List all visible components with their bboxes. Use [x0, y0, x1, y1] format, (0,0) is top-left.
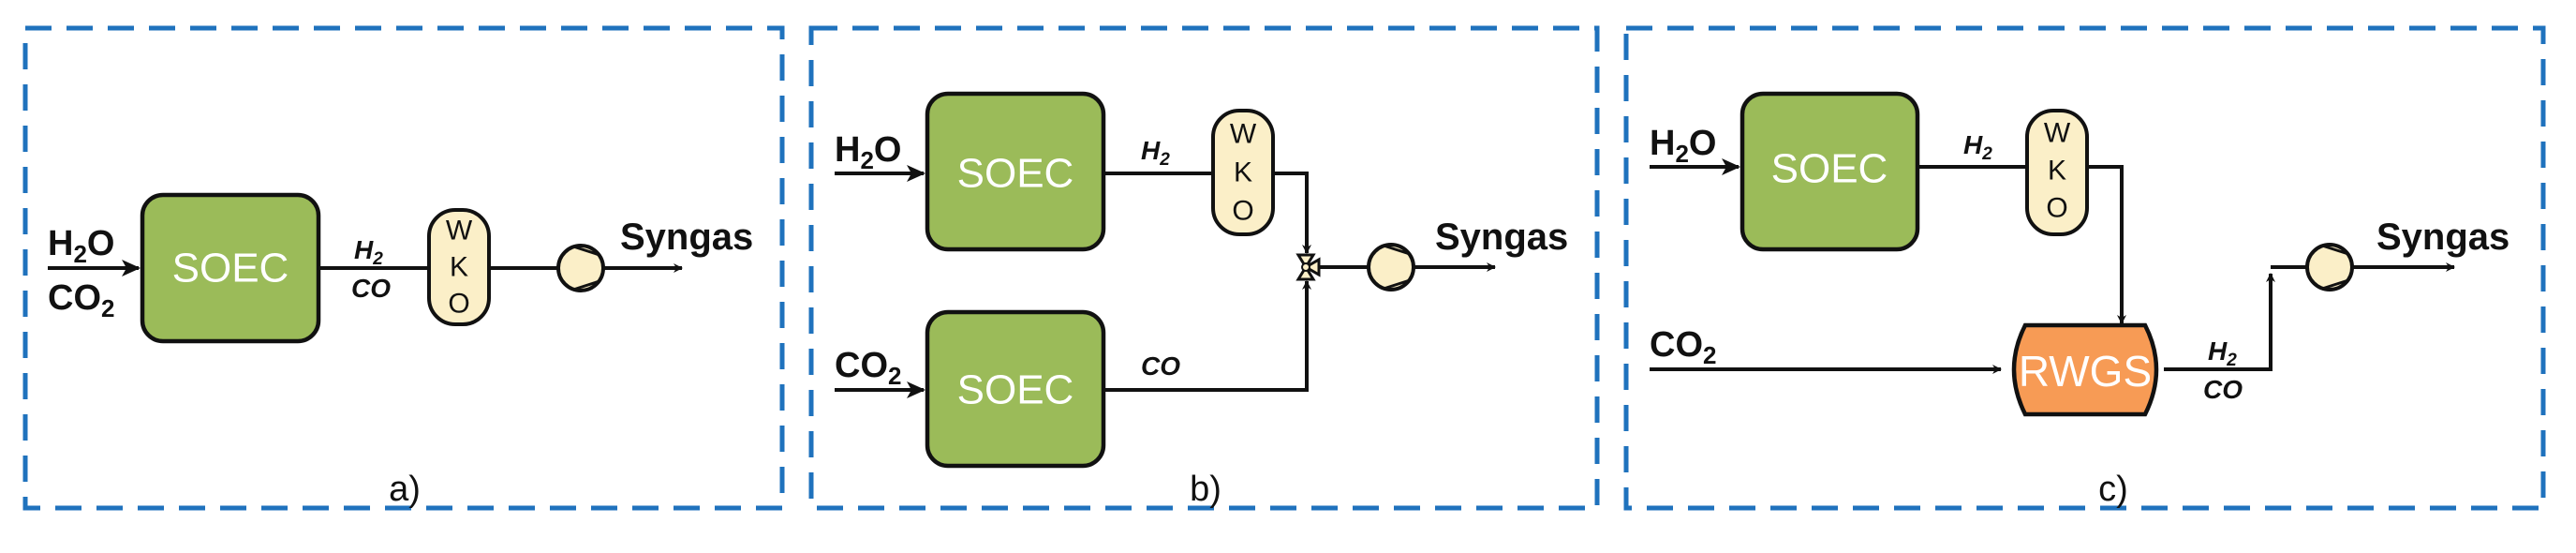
chem-base: CO	[835, 346, 888, 385]
panel-c-h2o-label: H2O	[1650, 124, 1716, 168]
panel-b-co2-label: CO2	[835, 346, 901, 390]
panel-a-wko-unit: W K O	[427, 208, 491, 326]
stream-subscript: 2	[2226, 351, 2237, 370]
panel-b-co-to-mixer-line	[1103, 280, 1311, 392]
chem-tail: O	[874, 130, 902, 170]
stream-subscript: 2	[372, 249, 383, 269]
chem-subscript: 2	[1703, 341, 1716, 369]
wko-letter-k: K	[1234, 157, 1252, 188]
panel-c-h2-to-rwgs-line	[2087, 165, 2126, 324]
panel-a: H2O CO2 SOEC H2 CO W K O	[22, 25, 785, 511]
panel-c-stream-h2-out-label: H2	[2208, 336, 2237, 370]
panel-c-soec-unit: SOEC	[1740, 91, 1920, 252]
panel-a-feed-h2o-label: H2O	[48, 224, 114, 268]
chem-subscript: 2	[888, 362, 901, 390]
panel-b-soec-bottom-unit: SOEC	[925, 309, 1106, 469]
panel-c-border	[1623, 25, 2546, 511]
stream-base: H	[1141, 136, 1161, 165]
panel-a-stream-h2-label: H2	[354, 235, 383, 269]
panel-b-soec-top-unit: SOEC	[925, 91, 1106, 252]
panel-a-product-label: Syngas	[620, 217, 753, 258]
panel-b-compressor-icon	[1367, 243, 1415, 291]
wko-letter-w: W	[1230, 119, 1257, 150]
panel-b-wko-to-mixer-line	[1273, 172, 1311, 254]
chem-base: CO	[1650, 325, 1703, 365]
panel-a-caption: a)	[389, 470, 421, 509]
panel-c-compressor-icon	[2305, 243, 2354, 291]
soec-block	[1740, 91, 1920, 252]
panel-a-feed-co2-label: CO2	[48, 278, 114, 322]
panel-b: H2O SOEC H2 W K O CO2 SOEC	[808, 25, 1600, 511]
chem-tail: O	[1689, 124, 1717, 163]
panel-b-h2o-label: H2O	[835, 130, 901, 174]
stream-base: H	[1963, 130, 1983, 159]
panel-a-compressor-icon	[556, 244, 605, 292]
stream-base: H	[354, 235, 374, 264]
wko-vessel	[2025, 109, 2089, 236]
panel-b-wko-unit: W K O	[1211, 109, 1275, 236]
panel-b-product-label: Syngas	[1435, 217, 1568, 258]
panel-b-caption: b)	[1190, 470, 1221, 509]
stream-base: H	[2208, 336, 2228, 366]
soec-label: SOEC	[957, 367, 1074, 413]
wko-letter-k: K	[450, 252, 468, 283]
panel-b-mixing-valve-icon	[1295, 253, 1321, 281]
chem-base: H	[1650, 124, 1675, 163]
panel-c-rwgs-outlet-line	[2164, 273, 2275, 371]
panel-c-co2-label: CO2	[1650, 325, 1716, 369]
wko-letter-w: W	[446, 216, 473, 247]
wko-letter-w: W	[2044, 118, 2071, 149]
wko-letter-o: O	[448, 289, 469, 320]
panel-a-border	[22, 25, 785, 511]
panel-c-stream-h2-label: H2	[1963, 130, 1992, 164]
stream-subscript: 2	[1159, 150, 1170, 170]
panel-a-stream-co-label: CO	[351, 274, 391, 303]
panel-c-stream-co-out-label: CO	[2203, 375, 2243, 404]
chem-base: CO	[48, 278, 101, 318]
wko-letter-o: O	[2046, 193, 2067, 224]
soec-label: SOEC	[957, 151, 1074, 197]
panel-b-stream-h2-label: H2	[1141, 136, 1170, 170]
chem-subscript: 2	[101, 294, 114, 322]
stream-subscript: 2	[1981, 144, 1992, 164]
panel-c: H2O SOEC H2 W K O CO2 RWGS	[1623, 25, 2546, 511]
panel-c-caption: c)	[2098, 470, 2128, 509]
panel-b-stream-co-label: CO	[1141, 351, 1180, 381]
panel-c-wko-unit: W K O	[2025, 109, 2089, 236]
soec-label: SOEC	[1771, 146, 1888, 192]
chem-base: H	[48, 224, 73, 263]
wko-letter-o: O	[1232, 196, 1253, 227]
panel-a-soec-unit: SOEC	[140, 192, 321, 344]
panel-c-rwgs-unit: RWGS	[2011, 322, 2159, 417]
rwgs-label: RWGS	[2019, 347, 2152, 396]
panel-c-product-label: Syngas	[2376, 217, 2509, 258]
rwgs-reactor	[2011, 322, 2159, 417]
chem-tail: O	[87, 224, 115, 263]
chem-subscript: 2	[860, 146, 873, 174]
panel-b-border	[808, 25, 1600, 511]
chem-subscript: 2	[73, 240, 86, 268]
chem-base: H	[835, 130, 860, 170]
soec-label: SOEC	[172, 246, 289, 291]
chem-subscript: 2	[1675, 140, 1688, 168]
wko-letter-k: K	[2048, 156, 2066, 187]
